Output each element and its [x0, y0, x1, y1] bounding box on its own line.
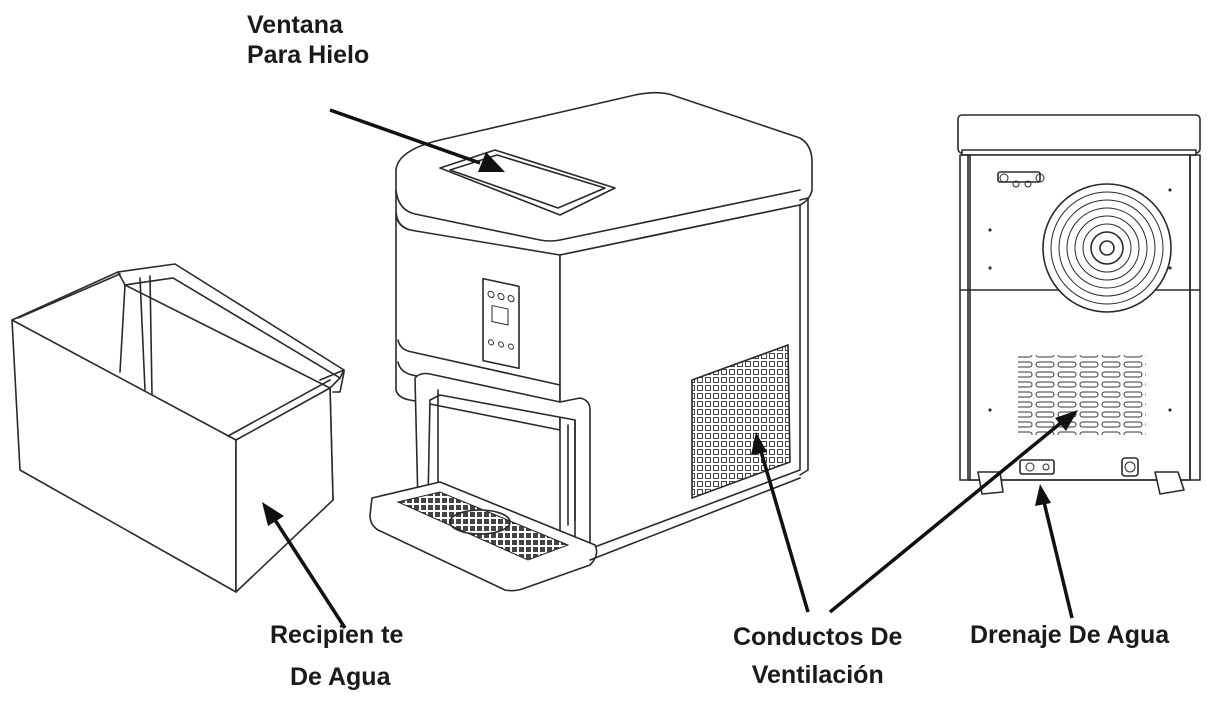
- vents-label-line2: Ventilación: [751, 661, 884, 689]
- water-tank: [11, 263, 345, 593]
- ice-window-label-line2: Para Hielo: [247, 41, 370, 69]
- vents-arrow-center: [758, 447, 810, 613]
- drain-arrow: [1042, 501, 1074, 619]
- water-drain-label: Drenaje De Agua: [970, 621, 1170, 649]
- ice-window-label: Ventana Para Hielo: [247, 10, 369, 70]
- vents-label-line1: Conductos De: [733, 623, 903, 651]
- ice-window-arrow: [329, 108, 481, 165]
- vents-label: Conductos De Ventilación: [733, 622, 902, 690]
- vents-arrow-back: [828, 420, 1064, 614]
- callout-arrows: [262, 108, 1078, 629]
- water-tank-label: Recipien te De Agua: [270, 620, 403, 692]
- water-tank-label-line2: De Agua: [290, 663, 391, 691]
- ice-maker: [369, 91, 813, 592]
- ice-window-label-line1: Ventana: [247, 11, 343, 39]
- water-tank-label-line1: Recipien te: [270, 621, 404, 649]
- ice-maker-back-view: [957, 114, 1201, 495]
- water-tank-arrow: [273, 519, 347, 629]
